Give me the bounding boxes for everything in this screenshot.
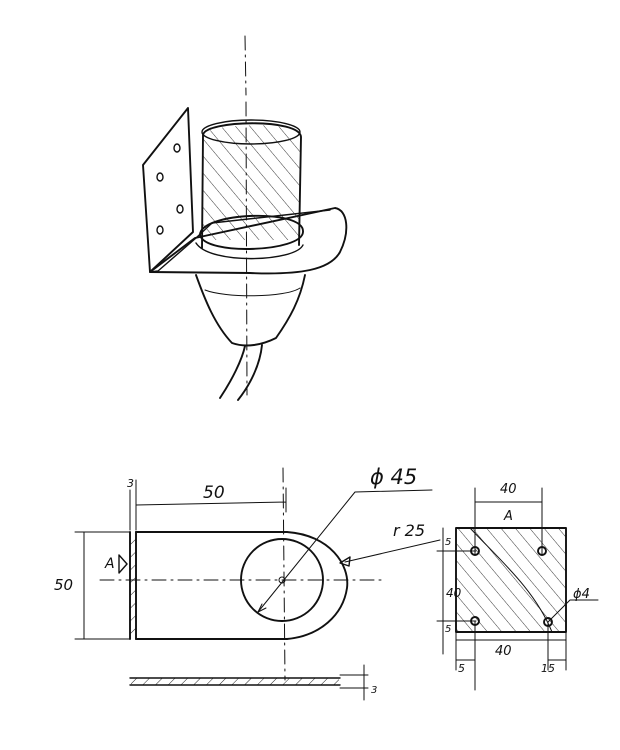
isometric-view [142,35,348,401]
view-a-plate-outline [455,527,567,633]
view-a: 40 A 5 40 5 40 5 15 ϕ4 [436,482,599,691]
front-plate-section [130,532,136,639]
dim-width-top [135,479,287,531]
dim-height-left [74,531,131,640]
base-plate-section [131,678,339,685]
dim-width-top-label: 50 [203,483,225,503]
radius-label: r 25 [393,521,425,540]
iso-plate-holes [156,143,184,235]
hole-diameter-label: ϕ4 [573,587,590,602]
iso-cylinder-top [201,119,301,145]
section-mark-label: A [104,556,115,572]
diameter-label: ϕ 45 [370,465,417,489]
iso-cylinder-hatch [203,125,300,240]
front-vertical-centerline [282,467,286,681]
dim-hole-spacing-bottom [455,620,567,691]
iso-vertical-plate [142,107,194,273]
iso-ring [199,214,304,250]
hole-diameter-leader [547,599,599,623]
iso-cable [219,344,263,401]
dim-edge-bottom-label: 5 [445,624,451,635]
front-outer-arc [286,531,349,640]
dim-hole-spacing-side-label: 40 [446,586,462,600]
dim-edge-left-label: 5 [458,662,465,675]
iso-base-plate [149,207,348,275]
dim-hole-spacing-bottom-label: 40 [495,644,512,659]
dim-height-left-label: 50 [54,576,73,594]
dim-plate-thickness-label: 3 [127,477,134,490]
section-arrow [118,554,128,574]
dim-hole-spacing-top [474,487,543,556]
radius-leader [344,539,441,563]
dim-hole-spacing-side [436,527,477,655]
base-thickness-label: 3 [371,685,377,696]
view-a-plate-hatch [456,528,566,632]
iso-lower-cone [195,274,306,347]
diameter-leader [257,489,433,613]
dim-edge-right-label: 15 [541,662,555,675]
front-body-outline [135,531,288,640]
view-a-label: A [503,509,513,524]
dim-hole-spacing-top-label: 40 [500,482,517,497]
dim-edge-top-label: 5 [445,537,451,548]
front-view: ϕ 45 r 25 50 3 50 A 3 [54,465,441,701]
